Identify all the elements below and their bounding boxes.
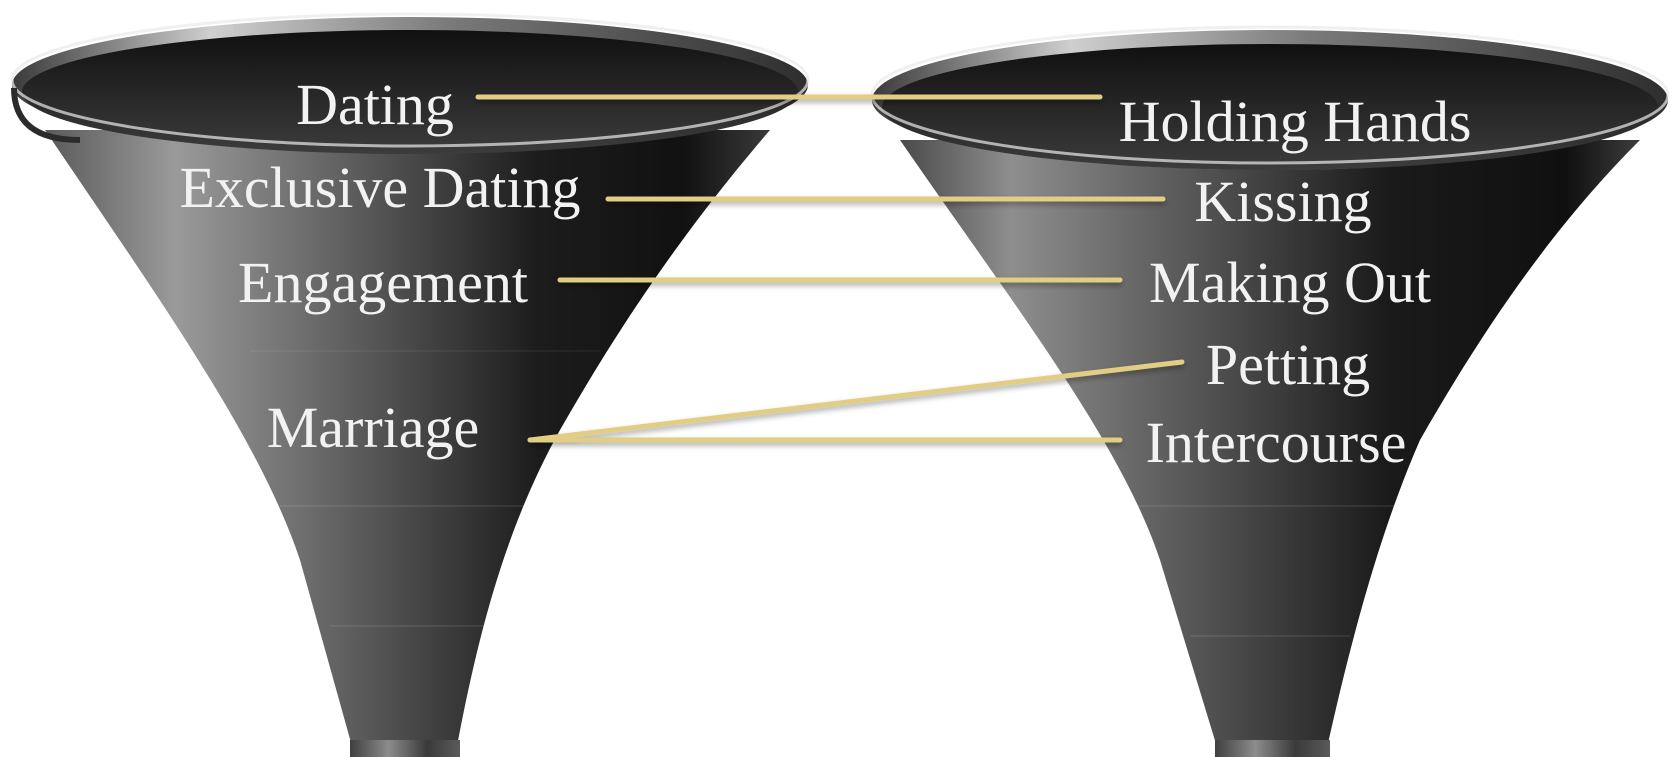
- connector-marriage-petting: [527, 359, 1185, 443]
- label-holding-hands: Holding Hands: [1119, 89, 1472, 154]
- label-dating: Dating: [296, 72, 454, 137]
- right-funnel-body: [900, 140, 1640, 757]
- label-intercourse: Intercourse: [1146, 410, 1407, 475]
- left-funnel: [10, 12, 810, 757]
- label-making-out: Making Out: [1149, 250, 1431, 315]
- left-funnel-body: [45, 130, 770, 757]
- left-funnel-labels: Dating Exclusive Dating Engagement Marri…: [179, 72, 580, 460]
- connectors: [475, 94, 1185, 443]
- label-kissing: Kissing: [1194, 169, 1371, 234]
- right-funnel-labels: Holding Hands Kissing Making Out Petting…: [1119, 89, 1472, 475]
- label-marriage: Marriage: [267, 395, 480, 460]
- label-engagement: Engagement: [238, 250, 528, 315]
- label-petting: Petting: [1206, 332, 1370, 397]
- right-funnel-stem: [1215, 740, 1330, 757]
- right-funnel: [870, 25, 1670, 757]
- left-funnel-stem: [350, 740, 460, 757]
- label-exclusive-dating: Exclusive Dating: [179, 155, 580, 220]
